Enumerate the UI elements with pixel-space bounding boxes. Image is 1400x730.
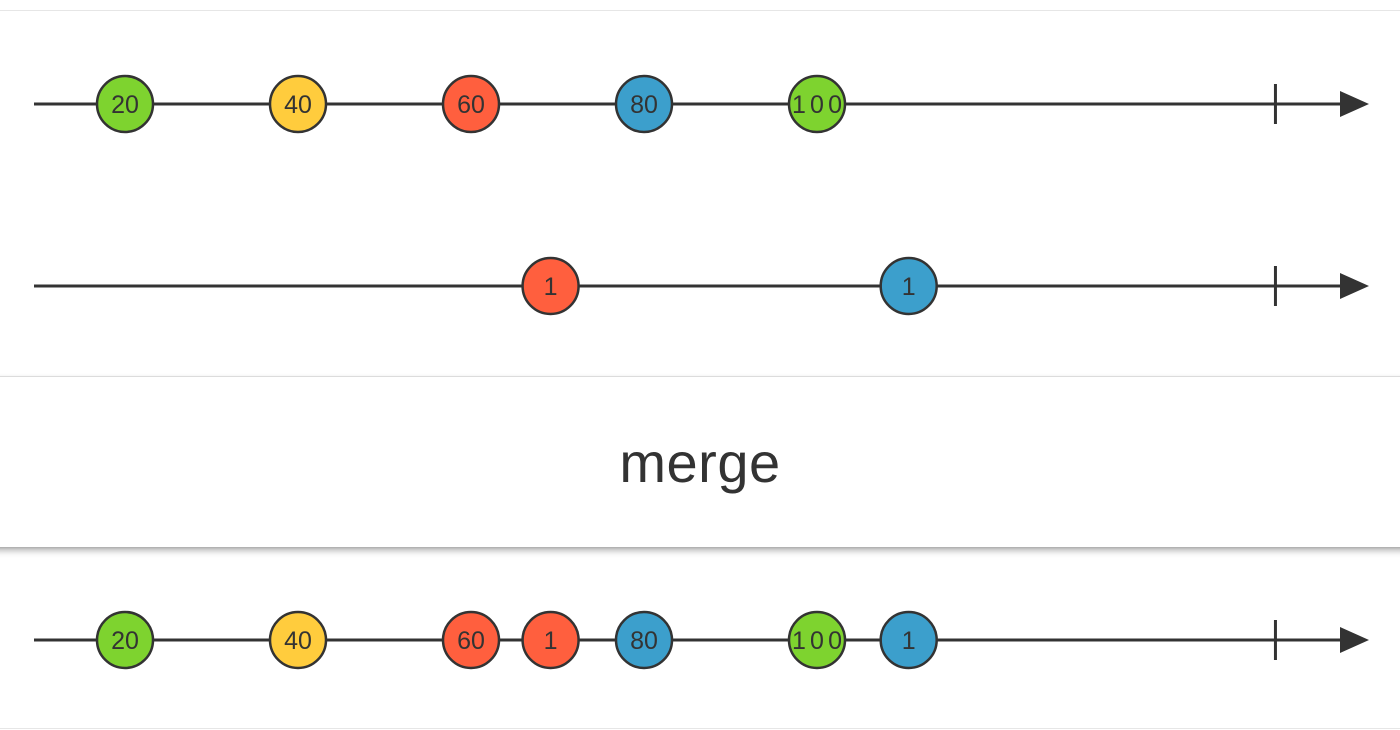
marble: 100 (787, 74, 847, 134)
marble-circle (441, 610, 501, 670)
marble-circle (521, 256, 580, 316)
marble-circle (614, 610, 674, 670)
timeline-arrowhead (1340, 627, 1369, 653)
marble-circle (95, 74, 155, 134)
marble: 80 (614, 74, 674, 134)
marble-label: 60 (457, 91, 485, 119)
timeline-arrowhead (1340, 91, 1369, 117)
marble-label: 1 (544, 273, 558, 301)
marble-circle (521, 610, 580, 670)
marble-circle (787, 610, 847, 670)
marble-circle (879, 610, 938, 670)
marble-label: 100 (792, 91, 842, 119)
marble-circle (441, 74, 501, 134)
marble-label: 20 (111, 91, 139, 119)
marble-label: 1 (902, 273, 916, 301)
marble-label: 40 (284, 627, 312, 655)
marble-circle (787, 74, 847, 134)
marble: 1 (521, 610, 580, 670)
marble: 20 (95, 74, 155, 134)
output-timeline: 20 40 60 1 80 100 1 (34, 610, 1369, 670)
marble-label: 20 (111, 627, 139, 655)
marble-label: 1 (902, 627, 916, 655)
marble-circle (268, 610, 328, 670)
marble: 100 (787, 610, 847, 670)
marble-circle (268, 74, 328, 134)
marble: 60 (441, 74, 501, 134)
marble: 20 (95, 610, 155, 670)
marble: 1 (879, 610, 938, 670)
marble-label: 80 (630, 91, 658, 119)
marble-label: 40 (284, 91, 312, 119)
marble-label: 1 (544, 627, 558, 655)
marble: 40 (268, 610, 328, 670)
marble-circle (879, 256, 938, 316)
marble: 1 (521, 256, 580, 316)
marble: 1 (879, 256, 938, 316)
marble: 60 (441, 610, 501, 670)
marble: 40 (268, 74, 328, 134)
input-timeline-1: 20 40 60 80 100 (34, 74, 1369, 134)
operator-box: merge (0, 376, 1400, 547)
marble-circle (95, 610, 155, 670)
marble-label: 80 (630, 627, 658, 655)
marble-label: 100 (792, 627, 842, 655)
operator-label: merge (619, 430, 781, 494)
bottom-divider (0, 728, 1400, 729)
marble: 80 (614, 610, 674, 670)
marble-label: 60 (457, 627, 485, 655)
top-divider (0, 10, 1400, 11)
timeline-arrowhead (1340, 273, 1369, 299)
marble-circle (614, 74, 674, 134)
